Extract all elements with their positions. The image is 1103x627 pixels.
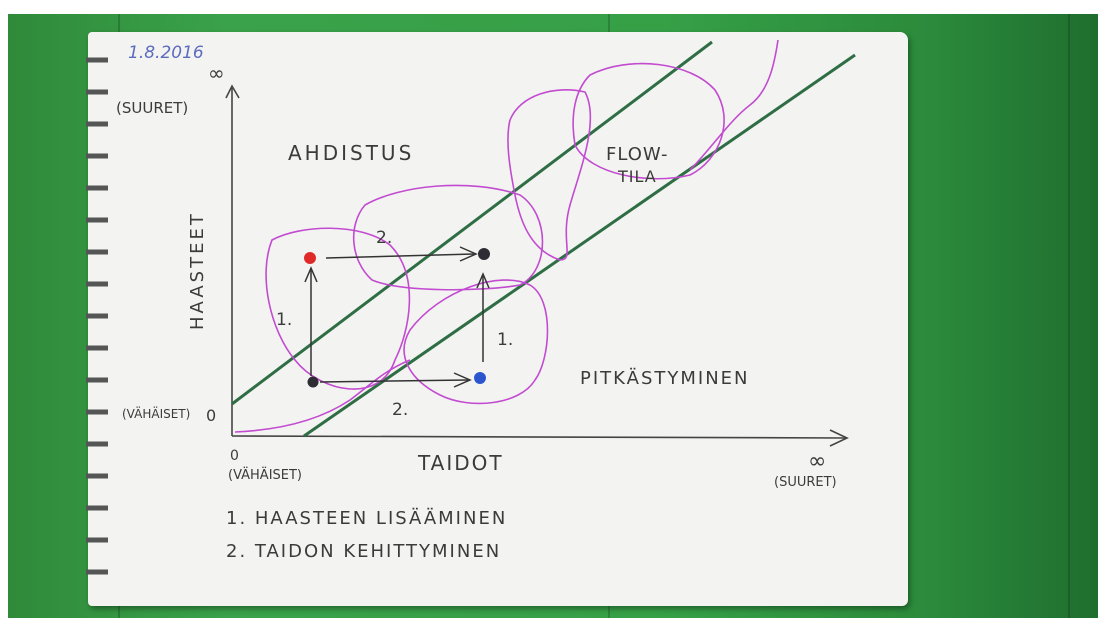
zone-middle (507, 89, 592, 261)
label-up-right: 1. (497, 330, 513, 350)
dark-dot-top (478, 248, 490, 260)
x-axis (231, 435, 846, 439)
lower-flow-line (303, 53, 856, 438)
magenta-zones (234, 39, 779, 433)
notebook-page (88, 32, 908, 606)
y-axis-top-note: (SUURET) (116, 99, 188, 117)
region-flow-line1: FLOW- (606, 144, 668, 165)
arrow-top (325, 253, 475, 259)
date-label: 1.8.2016 (128, 43, 204, 63)
blue-dot (474, 372, 486, 384)
arrow-up-right-head (476, 272, 490, 289)
arrow-bottom-head (453, 372, 472, 388)
spiral-binding (86, 57, 108, 575)
y-axis-zero: 0 (206, 406, 216, 425)
zone-upper (352, 184, 544, 291)
movement-arrows (304, 246, 490, 388)
y-axis-bottom-note: (VÄHÄISET) (122, 406, 190, 421)
y-axis-infinity: ∞ (208, 61, 225, 85)
x-axis-title: TAIDOT (417, 451, 504, 475)
region-anxiety: AHDISTUS (288, 141, 414, 165)
x-axis-zero: 0 (230, 448, 239, 464)
wood-plank-seam (1068, 14, 1070, 618)
zone-bottom-curve (234, 359, 411, 433)
x-axis-arrowhead (829, 429, 849, 447)
x-axis-infinity: ∞ (808, 449, 826, 474)
x-axis-left-note: (VÄHÄISET) (228, 467, 302, 483)
zone-lower (403, 279, 549, 405)
y-axis-title: HAASTEET (187, 211, 208, 330)
legend-item-1: 1. HAASTEEN LISÄÄMINEN (226, 508, 507, 529)
dark-dot-bottom (307, 376, 319, 388)
y-axis-arrowhead (225, 84, 240, 99)
x-axis-right-note: (SUURET) (774, 475, 837, 490)
zone-start (265, 227, 411, 390)
zone-flow-tail (689, 39, 779, 171)
label-bottom: 2. (392, 400, 408, 420)
red-dot (304, 252, 316, 264)
region-boredom: PITKÄSTYMINEN (580, 368, 750, 389)
arrow-bottom (319, 379, 469, 383)
arrow-top-head (459, 246, 478, 262)
axes (225, 84, 849, 447)
zone-flow (572, 62, 725, 180)
region-flow-line2: TILA (617, 167, 657, 186)
upper-flow-line (231, 40, 713, 406)
flow-channel-lines (231, 40, 856, 438)
arrow-up-left-head (304, 266, 318, 283)
legend-item-2: 2. TAIDON KEHITTYMINEN (226, 541, 501, 562)
label-up-left: 1. (276, 310, 292, 330)
label-top: 2. (376, 228, 392, 248)
